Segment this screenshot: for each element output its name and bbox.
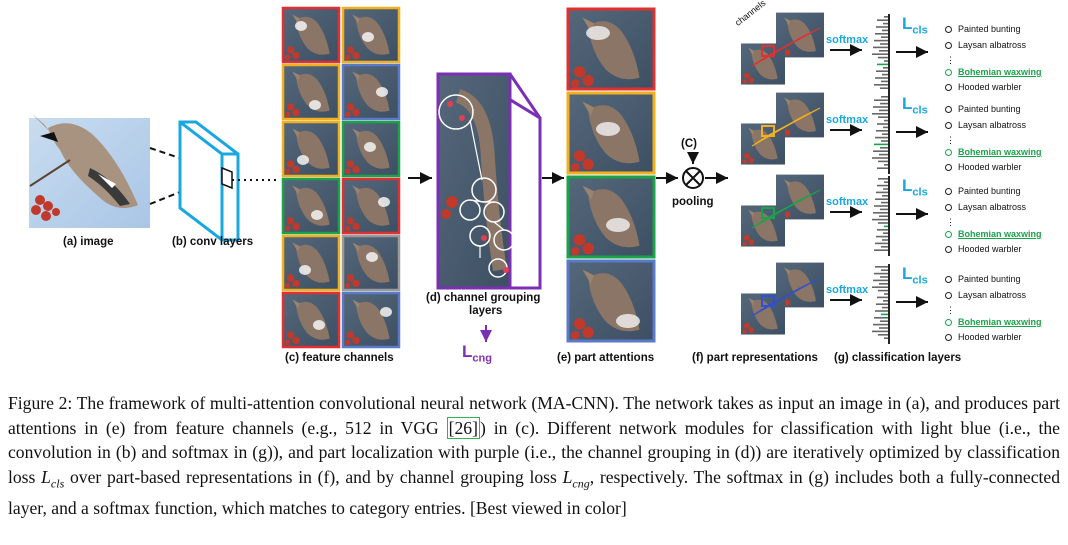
caption-text-4: , respectively. The softmax in (g) inclu… (8, 466, 1060, 518)
part-attention-2 (566, 91, 656, 175)
caption-text-2: ) in (c). Different network modules for … (8, 417, 1060, 487)
class-bullet-icon (945, 26, 952, 33)
class-bullet-icon (945, 164, 952, 171)
feature-channel-11 (281, 291, 341, 349)
class-bullet-icon (945, 231, 952, 238)
class-bullet-icon (945, 334, 952, 341)
class-entry: Laysan albatross (958, 202, 1027, 212)
class-bullet-icon (945, 246, 952, 253)
representation-row-4 (741, 262, 928, 344)
part-attention-1 (566, 7, 656, 91)
softmax-label-2: softmax (826, 114, 869, 126)
class-entry: Painted bunting (958, 186, 1021, 196)
class-ellipsis: ⋮ (946, 55, 955, 65)
class-entry: Hooded warbler (958, 244, 1022, 254)
loss-cls-3: Lcls (902, 176, 928, 199)
part-attention-3 (566, 175, 656, 259)
class-ellipsis: ⋮ (946, 135, 955, 145)
class-entry: Bohemian waxwing (958, 229, 1042, 239)
loss-cng: Lcng (462, 342, 492, 365)
caption-label: Figure 2: (8, 393, 73, 413)
class-entry: Bohemian waxwing (958, 317, 1042, 327)
figure-caption: Figure 2: The framework of multi-attenti… (8, 391, 1060, 520)
label-image: (a) image (63, 236, 114, 248)
class-entry: Laysan albatross (958, 290, 1027, 300)
caption-text-1: The framework of multi-attention convolu… (8, 393, 1060, 438)
class-bullet-icon (945, 292, 952, 299)
label-classification-layers: (g) classification layers (834, 352, 962, 364)
class-entry: Bohemian waxwing (958, 147, 1042, 157)
class-entry: Bohemian waxwing (958, 67, 1042, 77)
label-channel-grouping-layers: layers (469, 305, 503, 317)
feature-channel-8 (341, 177, 401, 235)
part-representations (741, 12, 928, 344)
part-attention-4 (566, 259, 656, 343)
representation-row-2 (741, 92, 928, 174)
representation-row-3 (741, 174, 928, 256)
class-entry: Laysan albatross (958, 40, 1027, 50)
framework-diagram (29, 6, 928, 349)
feature-channel-9 (281, 234, 341, 292)
class-entry: Hooded warbler (958, 82, 1022, 92)
label-c-marker: (C) (681, 138, 697, 150)
pooling-operator (682, 152, 704, 189)
label-conv-layers: (b) conv layers (172, 236, 254, 248)
softmax-label-3: softmax (826, 196, 869, 208)
part-attentions-stack (566, 7, 656, 343)
class-entry: Painted bunting (958, 24, 1021, 34)
class-entry: Laysan albatross (958, 120, 1027, 130)
class-bullet-icon (945, 84, 952, 91)
softmax-label-4: softmax (826, 284, 869, 296)
softmax-label-1: softmax (826, 34, 869, 46)
feature-channel-5 (281, 120, 341, 178)
feature-channel-2 (341, 6, 401, 64)
class-bullet-icon (945, 122, 952, 129)
feature-channel-10 (341, 234, 401, 292)
label-channel-grouping: (d) channel grouping (426, 292, 541, 304)
class-entry: Painted bunting (958, 104, 1021, 114)
conv-layers-block (178, 120, 278, 242)
label-pooling: pooling (672, 196, 714, 208)
input-image (29, 114, 150, 228)
figure-2: (a) image (b) conv layers (c) feature ch… (29, 0, 1042, 365)
class-bullet-icon (945, 276, 952, 283)
class-ellipsis: ⋮ (946, 305, 955, 315)
loss-cls-2: Lcls (902, 94, 928, 117)
feature-channel-6 (341, 120, 401, 178)
class-bullet-icon (945, 204, 952, 211)
class-entry: Hooded warbler (958, 332, 1022, 342)
class-ellipsis: ⋮ (946, 217, 955, 227)
feature-channel-7 (281, 177, 341, 235)
class-bullet-icon (945, 319, 952, 326)
caption-lcng: Lcng (562, 466, 590, 491)
caption-lcls: Lcls (41, 466, 65, 491)
loss-cls-4: Lcls (902, 264, 928, 287)
caption-text-3: over part-based representations in (f), … (64, 466, 563, 487)
label-feature-channels: (c) feature channels (285, 352, 394, 364)
label-part-representations: (f) part representations (692, 352, 818, 364)
class-bullet-icon (945, 188, 952, 195)
class-entry: Hooded warbler (958, 162, 1022, 172)
channel-grouping-block (436, 72, 542, 290)
loss-cls-1: Lcls (902, 14, 928, 37)
caption-reference-link[interactable]: [26] (446, 416, 480, 439)
label-part-attentions: (e) part attentions (557, 352, 655, 364)
class-bullet-icon (945, 149, 952, 156)
feature-channel-12 (341, 291, 401, 349)
feature-channels-grid (281, 6, 401, 349)
class-bullet-icon (945, 106, 952, 113)
class-bullet-icon (945, 42, 952, 49)
feature-channel-3 (281, 63, 341, 121)
class-bullet-icon (945, 69, 952, 76)
feature-channel-1 (281, 6, 341, 64)
representation-row-1 (741, 12, 928, 94)
class-entry: Painted bunting (958, 274, 1021, 284)
feature-channel-4 (341, 63, 401, 121)
